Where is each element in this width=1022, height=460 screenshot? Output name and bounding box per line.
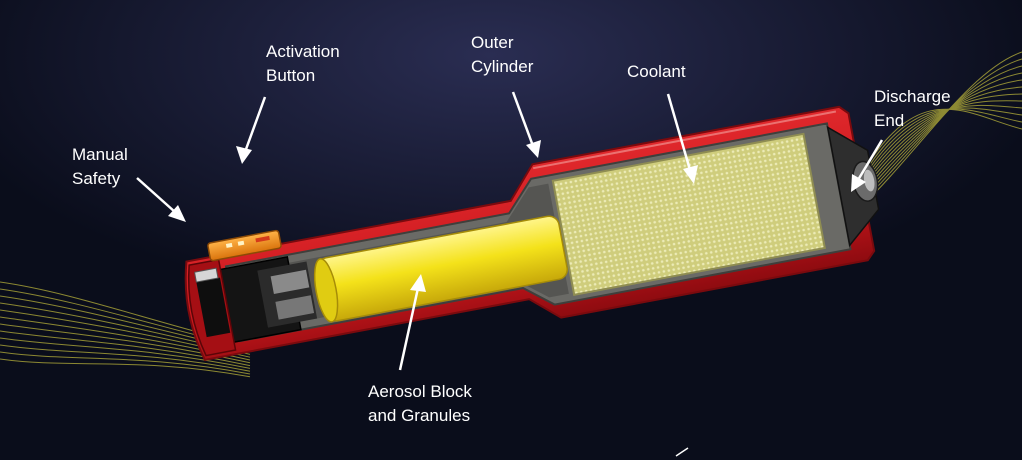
streamline bbox=[0, 337, 251, 369]
arrow-activation-button bbox=[236, 96, 267, 164]
label-line: and Granules bbox=[368, 406, 471, 425]
airflow-streamlines bbox=[0, 51, 1022, 378]
label-manual-safety: Manual Safety bbox=[72, 143, 128, 191]
label-line: Manual bbox=[72, 145, 128, 164]
label-line: End bbox=[874, 111, 905, 130]
streamline bbox=[859, 107, 1022, 184]
label-line: Cylinder bbox=[471, 57, 534, 76]
streamline bbox=[0, 344, 251, 372]
streamline bbox=[859, 104, 1022, 186]
arrow-outer-cylinder bbox=[511, 91, 541, 158]
label-aerosol-block: Aerosol Block and Granules bbox=[368, 380, 472, 428]
label-outer-cylinder: Outer Cylinder bbox=[471, 31, 533, 79]
streamline bbox=[859, 93, 1022, 192]
label-discharge-end: Discharge End bbox=[874, 85, 951, 133]
manual-safety-pin bbox=[193, 267, 219, 283]
label-line: Outer bbox=[471, 33, 514, 52]
streamline bbox=[859, 100, 1022, 189]
arrow-aerosol-block bbox=[398, 274, 426, 371]
streamline bbox=[0, 358, 251, 378]
streamline bbox=[0, 351, 251, 375]
streamline bbox=[859, 86, 1022, 195]
decorative-mark bbox=[675, 447, 689, 457]
coolant-block bbox=[551, 132, 826, 296]
arrow-manual-safety bbox=[136, 177, 186, 222]
streamline bbox=[859, 72, 1022, 200]
arrow-discharge-end bbox=[851, 139, 884, 192]
label-line: Coolant bbox=[627, 62, 686, 81]
label-coolant: Coolant bbox=[627, 60, 686, 84]
arrow-coolant bbox=[666, 93, 698, 184]
streamline bbox=[859, 108, 1022, 178]
pointer-arrows bbox=[136, 91, 884, 371]
streamline bbox=[859, 79, 1022, 198]
label-line: Aerosol Block bbox=[368, 382, 472, 401]
label-line: Safety bbox=[72, 169, 121, 188]
label-line: Activation bbox=[266, 42, 340, 61]
label-line: Button bbox=[266, 66, 316, 85]
label-activation-button: Activation Button bbox=[266, 40, 340, 88]
label-line: Discharge bbox=[874, 87, 951, 106]
